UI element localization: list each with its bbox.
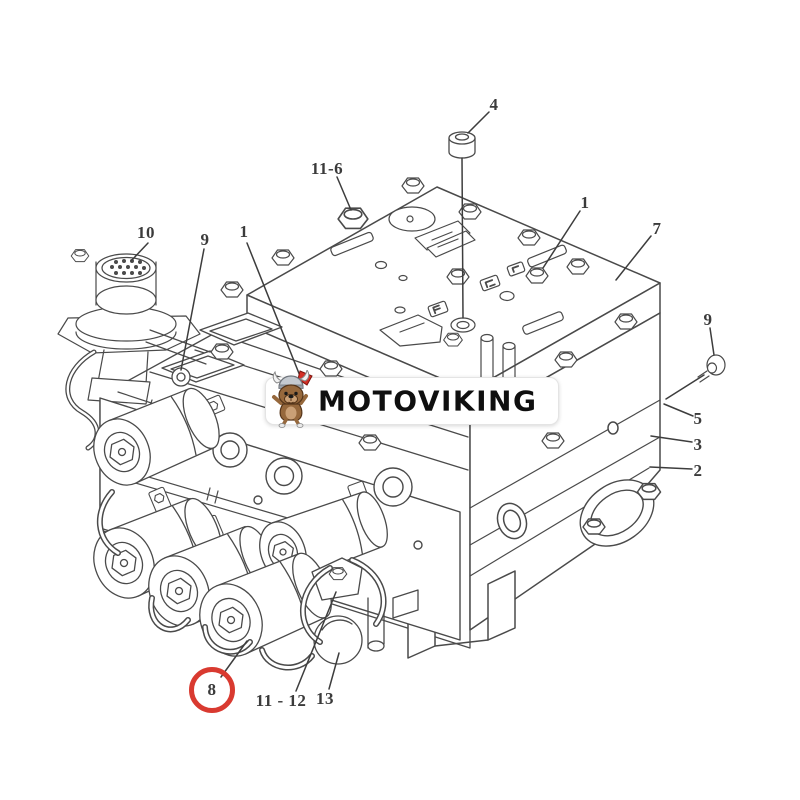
callout-4: 4 bbox=[489, 95, 499, 114]
cap-item-4 bbox=[448, 131, 476, 159]
watermark-text: MOTOVIKING bbox=[318, 384, 538, 418]
cap-item-11-6 bbox=[337, 207, 369, 230]
callout-7: 7 bbox=[652, 219, 662, 238]
top-cover-details bbox=[330, 206, 567, 347]
studs bbox=[480, 333, 516, 405]
watermark-badge: MOTOVIKING bbox=[265, 370, 559, 428]
callout-10: 10 bbox=[137, 223, 155, 242]
highlight-circle-8 bbox=[189, 667, 235, 713]
callout-2: 2 bbox=[693, 461, 703, 480]
mounting-clamp bbox=[579, 479, 662, 547]
callout-1-left: 1 bbox=[239, 222, 249, 241]
connector-pins bbox=[110, 259, 146, 275]
callout-1-right: 1 bbox=[580, 193, 590, 212]
callout-9-left: 9 bbox=[200, 230, 210, 249]
screw-item-9-right bbox=[697, 354, 726, 383]
callout-9-right: 9 bbox=[703, 310, 713, 329]
callout-8-highlighted: 8 bbox=[207, 680, 217, 699]
callout-13: 13 bbox=[316, 689, 334, 708]
callout-11-12: 11 - 12 bbox=[255, 691, 307, 710]
callout-11-6: 11-6 bbox=[310, 159, 344, 178]
callout-3: 3 bbox=[693, 435, 703, 454]
viking-mascot-icon bbox=[272, 370, 313, 428]
callout-5: 5 bbox=[693, 409, 703, 428]
solenoid-coil-a bbox=[93, 387, 220, 486]
